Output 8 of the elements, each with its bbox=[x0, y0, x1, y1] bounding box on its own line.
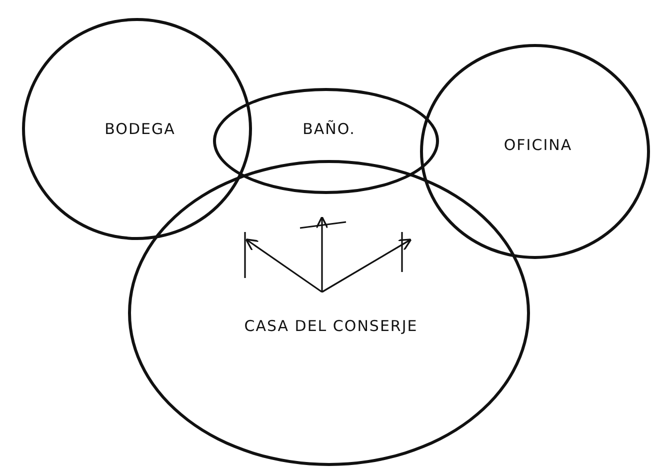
storage-space-bubble bbox=[22, 18, 252, 240]
bathroom-space-bubble bbox=[213, 88, 439, 194]
office-space-bubble bbox=[420, 44, 650, 259]
room-label: BODEGA bbox=[104, 119, 176, 140]
room-label: OFICINA bbox=[502, 135, 574, 156]
room-label: BAÑO. bbox=[302, 119, 356, 140]
room-label: CASA DEL CONSERJE bbox=[243, 316, 419, 337]
caretaker-house-bubble bbox=[128, 160, 530, 466]
